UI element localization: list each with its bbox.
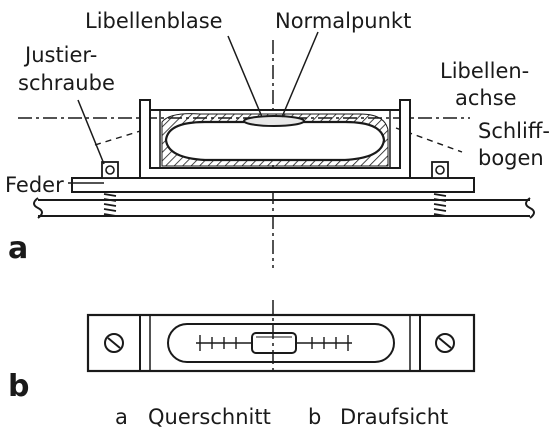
caption-b-letter: b: [308, 405, 321, 429]
leader-lines: [68, 31, 319, 184]
base-plate: [71, 177, 475, 193]
caption-a-letter: a: [115, 405, 128, 429]
label-justierschraube-line2: schraube: [18, 71, 115, 95]
figure-letter-b: b: [8, 369, 29, 404]
label-libellenblase: Libellenblase: [85, 9, 223, 33]
adjust-block-right: [431, 161, 449, 179]
adjust-block-left: [101, 161, 119, 179]
spring-right: [433, 193, 447, 217]
bubble-top-view: [251, 332, 297, 354]
bar-break-right: [525, 197, 535, 219]
label-justierschraube-line1: Justier-: [23, 43, 97, 67]
bubble: [243, 115, 305, 127]
label-normalpunkt: Normalpunkt: [275, 9, 411, 33]
vial-glass: [164, 120, 386, 162]
caption-a-text: Querschnitt: [148, 405, 271, 429]
label-schliffbogen-line1: Schliff-: [478, 119, 550, 143]
level-top-view: [86, 313, 476, 373]
label-feder: Feder: [5, 173, 64, 197]
figure-letter-a: a: [8, 231, 28, 266]
label-libellenachse-line2: achse: [455, 86, 517, 110]
label-libellenachse-line1: Libellen-: [440, 59, 529, 83]
instrument-bar: [38, 199, 530, 217]
label-schliffbogen-line2: bogen: [478, 146, 544, 170]
spring-left: [103, 193, 117, 217]
caption-b-text: Draufsicht: [340, 405, 448, 429]
bar-break-left: [33, 197, 43, 219]
